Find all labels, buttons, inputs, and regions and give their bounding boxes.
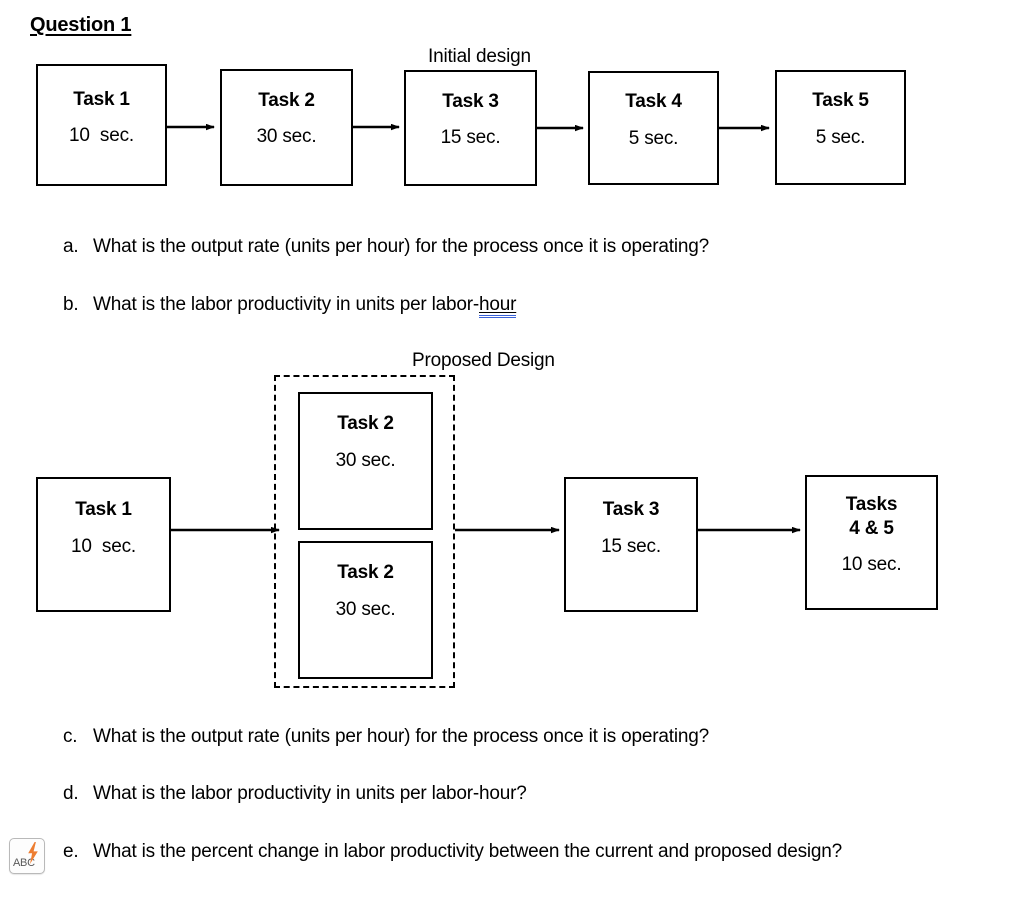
task-name: Task 3 bbox=[442, 91, 499, 112]
task-name: Task 2 bbox=[258, 90, 315, 111]
proposed-task-box-4-5: Tasks 4 & 5 10 sec. bbox=[805, 475, 938, 610]
question-item-d: d. What is the labor productivity in uni… bbox=[63, 780, 527, 808]
task-time: 15 sec. bbox=[440, 127, 501, 148]
task-name: Task 4 bbox=[625, 91, 682, 112]
proposed-parallel-task-box-2: Task 2 30 sec. bbox=[298, 541, 433, 679]
proposed-design-label: Proposed Design bbox=[412, 350, 555, 371]
task-name: Task 5 bbox=[812, 90, 869, 111]
question-item-c: c. What is the output rate (units per ho… bbox=[63, 723, 709, 751]
question-item-b: b. What is the labor productivity in uni… bbox=[63, 291, 516, 319]
task-time: 30 sec. bbox=[335, 450, 396, 471]
proposed-parallel-task-box-1: Task 2 30 sec. bbox=[298, 392, 433, 530]
question-item-a: a. What is the output rate (units per ho… bbox=[63, 233, 709, 261]
question-text-plain: What is the labor productivity in units … bbox=[93, 294, 480, 315]
task-time: 15 sec. bbox=[601, 536, 661, 557]
abc-label: ABC bbox=[13, 857, 35, 869]
question-marker: d. bbox=[63, 783, 79, 804]
task-name-line-2: 4 & 5 bbox=[849, 518, 894, 539]
task-name: Task 2 bbox=[337, 562, 394, 583]
task-name: Task 2 bbox=[337, 413, 394, 434]
task-time: 10 sec. bbox=[69, 125, 134, 146]
proposed-task-box-1: Task 1 10 sec. bbox=[36, 477, 171, 612]
question-text: What is the percent change in labor prod… bbox=[93, 841, 843, 862]
initial-task-box-3: Task 3 15 sec. bbox=[404, 70, 537, 186]
question-marker: e. bbox=[63, 841, 79, 862]
task-time: 10 sec. bbox=[841, 554, 902, 575]
task-time: 30 sec. bbox=[256, 126, 317, 147]
task-name-line-1: Tasks bbox=[845, 494, 898, 515]
task-time: 30 sec. bbox=[335, 599, 396, 620]
initial-task-box-5: Task 5 5 sec. bbox=[775, 70, 906, 185]
proofing-editor-button[interactable]: ABC bbox=[9, 838, 45, 874]
task-time: 10 sec. bbox=[71, 536, 136, 557]
initial-design-label: Initial design bbox=[428, 46, 531, 67]
task-name: Task 1 bbox=[75, 499, 132, 520]
initial-task-box-2: Task 2 30 sec. bbox=[220, 69, 353, 186]
question-marker: c. bbox=[63, 726, 78, 747]
task-name: Task 1 bbox=[73, 89, 130, 110]
question-marker: a. bbox=[63, 236, 79, 257]
initial-task-box-4: Task 4 5 sec. bbox=[588, 71, 719, 185]
question-text: What is the labor productivity in units … bbox=[93, 291, 516, 319]
proposed-task-box-3: Task 3 15 sec. bbox=[564, 477, 698, 612]
initial-task-box-1: Task 1 10 sec. bbox=[36, 64, 167, 186]
spellcheck-flagged-word[interactable]: hour bbox=[479, 294, 516, 318]
question-text: What is the output rate (units per hour)… bbox=[93, 726, 709, 747]
task-name: Task 3 bbox=[602, 499, 660, 520]
question-marker: b. bbox=[63, 294, 79, 315]
lightning-bolt-icon bbox=[28, 842, 38, 864]
question-text: What is the labor productivity in units … bbox=[93, 783, 527, 804]
task-time: 5 sec. bbox=[628, 128, 679, 149]
question-text: What is the output rate (units per hour)… bbox=[93, 236, 709, 257]
page-title: Question 1 bbox=[30, 14, 132, 36]
question-item-e: e. What is the percent change in labor p… bbox=[63, 838, 943, 866]
task-time: 5 sec. bbox=[815, 127, 866, 148]
